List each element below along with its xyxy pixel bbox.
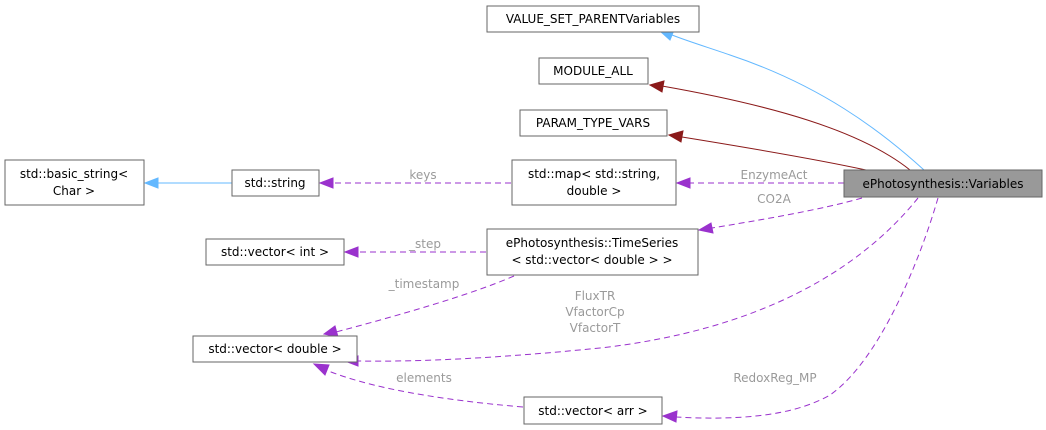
- arrowhead-module-all: [648, 80, 665, 93]
- node-label: VALUE_SET_PARENTVariables: [506, 12, 680, 26]
- edge-inherit-param-type-vars: [681, 136, 867, 171]
- node-label-line2: double >: [567, 184, 622, 198]
- node-vector-double[interactable]: std::vector< double >: [192, 335, 358, 363]
- edge-label-keys: keys: [409, 168, 436, 182]
- edge-label-fluxtr: FluxTR: [575, 289, 616, 303]
- edge-inherit-value-set-parent: [671, 34, 925, 171]
- node-basic-string[interactable]: std::basic_string< Char >: [4, 159, 145, 206]
- node-vector-arr[interactable]: std::vector< arr >: [523, 396, 663, 425]
- node-vector-int[interactable]: std::vector< int >: [205, 238, 345, 266]
- node-label-line2: < std::vector< double > >: [511, 253, 672, 267]
- arrowhead-enzymeact: [675, 177, 691, 189]
- node-module-all[interactable]: MODULE_ALL: [538, 57, 649, 85]
- node-label-line1: std::map< std::string,: [528, 167, 660, 181]
- arrowhead-keys: [318, 177, 334, 189]
- node-value-set-parent[interactable]: VALUE_SET_PARENTVariables: [486, 5, 700, 33]
- node-timeseries[interactable]: ePhotosynthesis::TimeSeries < std::vecto…: [486, 228, 699, 276]
- node-label-line2: Char >: [53, 184, 95, 198]
- edge-label-step: _step: [408, 237, 441, 251]
- edge-label-vfactorcp: VfactorCp: [565, 305, 624, 319]
- arrowhead-basic-string: [143, 177, 159, 189]
- node-string[interactable]: std::string: [231, 169, 320, 197]
- edge-use-redoxreg: [675, 197, 939, 419]
- node-label: ePhotosynthesis::Variables: [862, 177, 1023, 191]
- edge-use-co2a: [711, 197, 863, 229]
- arrowhead-co2a: [697, 222, 714, 234]
- node-label: std::string: [244, 176, 305, 190]
- arrowhead-redoxreg: [661, 410, 678, 423]
- node-label: std::vector< int >: [221, 245, 329, 259]
- edge-label-elements: elements: [396, 371, 452, 385]
- arrowhead-step: [343, 246, 359, 258]
- edge-use-timestamp: [335, 275, 515, 333]
- edge-use-elements: [325, 369, 524, 408]
- arrowhead-param-type-vars: [667, 130, 684, 143]
- node-label-line1: std::basic_string<: [20, 167, 128, 181]
- arrowhead-elements: [312, 363, 330, 376]
- edge-label-co2a: CO2A: [757, 192, 791, 206]
- edge-label-timestamp: _timestamp: [388, 277, 460, 291]
- edge-label-enzymeact: EnzymeAct: [741, 168, 808, 182]
- node-label: PARAM_TYPE_VARS: [536, 116, 650, 130]
- node-label-line1: ePhotosynthesis::TimeSeries: [506, 236, 678, 250]
- node-map[interactable]: std::map< std::string, double >: [511, 159, 677, 206]
- edge-label-redoxreg: RedoxReg_MP: [733, 371, 816, 385]
- node-label: MODULE_ALL: [553, 64, 633, 78]
- arrowhead-timestamp: [322, 325, 339, 338]
- edge-inherit-module-all: [661, 85, 911, 171]
- node-param-type-vars[interactable]: PARAM_TYPE_VARS: [519, 109, 668, 137]
- edge-use-fluxtr: [357, 197, 919, 362]
- edge-label-vfactort: VfactorT: [570, 321, 621, 335]
- node-label: std::vector< double >: [208, 342, 341, 356]
- node-label: std::vector< arr >: [538, 404, 647, 418]
- node-variables[interactable]: ePhotosynthesis::Variables: [843, 169, 1043, 198]
